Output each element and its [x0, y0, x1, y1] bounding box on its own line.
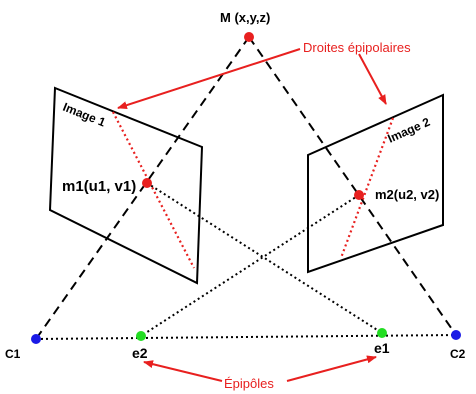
epipole-e2 [136, 331, 146, 341]
epipole-e1-label: e1 [374, 340, 390, 356]
arrow-to-epipolar-line-1 [117, 48, 301, 110]
ray-m2-e2 [140, 194, 360, 337]
point-m-label: M (x,y,z) [220, 10, 270, 25]
point-m1 [142, 178, 152, 188]
epipole-e1 [377, 328, 387, 338]
projection-line-m-c2 [248, 36, 457, 336]
svg-text:m2(u2, v2): m2(u2, v2) [375, 187, 439, 202]
point-m1-label: m1(u1, v1) [62, 178, 136, 195]
image-plane-2 [307, 93, 444, 274]
projection-line-m-c1 [35, 36, 250, 340]
epipole-e2-label: e2 [132, 345, 148, 361]
point-m [244, 32, 254, 42]
annotation-epipoles: Épipôles [224, 376, 274, 391]
baseline [35, 334, 457, 340]
epipolar-line-1 [112, 111, 195, 269]
arrow-to-epipolar-line-2 [358, 53, 387, 105]
svg-text:m1(u1, v1): m1(u1, v1) [62, 178, 136, 195]
camera-center-c2 [451, 330, 461, 340]
ray-m1-e1 [146, 182, 383, 334]
camera-c1-label: C1 [5, 347, 21, 361]
point-m2-label: m2(u2, v2) [375, 187, 439, 202]
annotation-epipolar-lines: Droites épipolaires [303, 40, 411, 55]
camera-center-c1 [31, 334, 41, 344]
arrow-to-epipole-1 [286, 355, 377, 382]
image-plane-1 [48, 86, 204, 285]
point-m2 [354, 190, 364, 200]
camera-c2-label: C2 [450, 347, 466, 361]
arrow-to-epipole-2 [143, 360, 223, 382]
